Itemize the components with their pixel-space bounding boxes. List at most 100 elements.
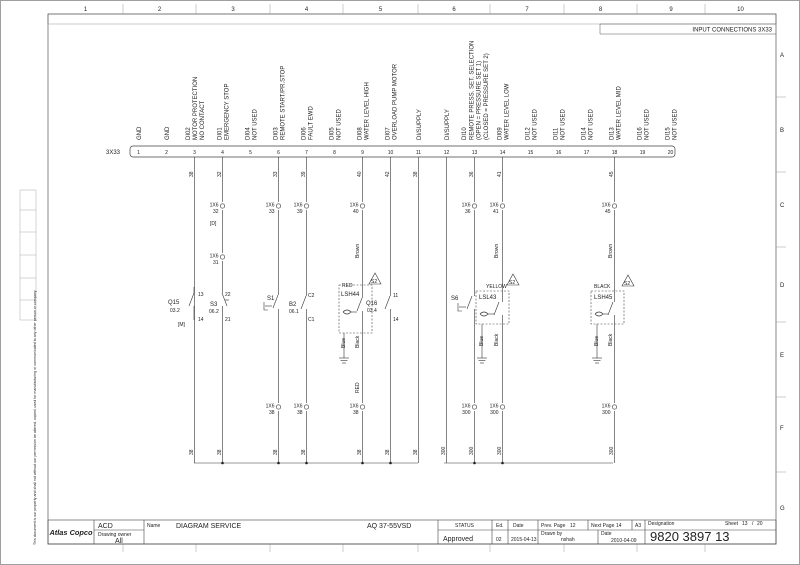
- terminal-1x6: [275, 203, 281, 209]
- wire-number-bottom: 38: [301, 449, 307, 455]
- terminal-1x6-label: 1X6: [350, 203, 359, 209]
- terminal-label-15: DI12: [525, 127, 531, 140]
- note-ref-2: S2: [509, 280, 515, 286]
- grid-col-6: 6: [452, 7, 456, 13]
- lsh44-label: LSH44: [341, 292, 360, 298]
- terminal-1x6-label: 1X6: [266, 203, 275, 209]
- q15-ref: 03.2: [170, 308, 180, 314]
- svg-text:Atlas Copco: Atlas Copco: [48, 528, 93, 537]
- terminal-label-4: DI01: [217, 127, 223, 140]
- wiring: [194, 157, 615, 463]
- grid-col-3: 3: [231, 7, 235, 13]
- designation-label: Designation: [648, 521, 675, 527]
- drawing-owner-label: Drawing owner: [98, 532, 132, 538]
- terminal-label-13: DI10: [462, 127, 468, 140]
- drawn-by-label: Drawn by: [541, 531, 563, 537]
- s3-ref: 06.2: [209, 309, 219, 315]
- q16-contact: [384, 295, 391, 310]
- bus-junction-dot: [277, 461, 280, 465]
- lsl43-brown: Brown: [494, 244, 500, 258]
- terminal-number-20: 20: [668, 150, 674, 156]
- terminal-1x6: [611, 203, 617, 209]
- terminal-label-15: NOT USED: [533, 108, 539, 140]
- side-note: This document is our property and shall …: [33, 290, 37, 545]
- terminal-1x6-label: 1X6: [490, 203, 499, 209]
- note-ref-3: S2: [624, 281, 630, 287]
- terminal-1x6-number: 300: [602, 410, 611, 416]
- lsh45-brown: Brown: [608, 244, 614, 258]
- terminal-number-13: 13: [472, 150, 478, 156]
- terminal-1x6-label: 1X6: [350, 404, 359, 410]
- lsh45-color: BLACK: [594, 284, 611, 290]
- lsh44-red: RED: [355, 382, 361, 393]
- terminal-number-17: 17: [584, 150, 590, 156]
- terminal-label-7: FAULT EWD: [309, 106, 315, 140]
- terminal-1x6: [220, 254, 226, 260]
- terminal-1x6-label: 1X6: [602, 203, 611, 209]
- wire-number-top: 38: [189, 171, 195, 177]
- terminal-label-9: DI08: [357, 127, 363, 140]
- lsh45-black: Black: [608, 333, 614, 346]
- grid-row-E: E: [780, 353, 784, 359]
- terminal-number-1: 1: [137, 150, 140, 156]
- lsh45-blue: Blue: [594, 336, 600, 346]
- b2-label: B2: [289, 302, 297, 308]
- q16-ref: 03.4: [367, 308, 377, 314]
- connector-name: 3X33: [106, 150, 121, 156]
- terminal-label-17: NOT USED: [589, 108, 595, 140]
- grid-col-8: 8: [599, 7, 603, 13]
- wire-number-top: 39: [301, 171, 307, 177]
- date2-label: Date: [601, 531, 612, 537]
- terminal-1x6: [359, 203, 365, 209]
- lsl43-black: Black: [494, 333, 500, 346]
- date-label: Date: [513, 523, 524, 529]
- terminal-label-16: NOT USED: [561, 108, 567, 140]
- grid-col-4: 4: [305, 7, 309, 13]
- q15-contact-1: 13: [198, 292, 204, 298]
- side-strip: [19, 189, 37, 321]
- terminal-1x6-number: 39: [297, 209, 303, 215]
- q15-breaker-contact: [188, 287, 195, 320]
- paper-size: A3: [635, 523, 641, 529]
- lsh44-black: Black: [355, 335, 361, 348]
- terminal-label-19: DI16: [637, 127, 643, 140]
- lsh45-box: [590, 290, 625, 325]
- terminal-number-5: 5: [249, 150, 252, 156]
- terminal-label-7: DI06: [301, 127, 307, 140]
- wire-number-top: 40: [357, 171, 363, 177]
- terminal-label-20: DI15: [665, 127, 671, 140]
- company-code: ACD: [98, 523, 113, 530]
- name-label: Name: [147, 523, 161, 529]
- terminal-1x6-number: 40: [353, 209, 359, 215]
- terminal-number-4: 4: [221, 150, 224, 156]
- lsh44-ground-symbol: [339, 333, 349, 364]
- atlas-copco-logo: Atlas Copco: [48, 523, 93, 541]
- terminal-1x6: [275, 404, 281, 410]
- terminal-number-16: 16: [556, 150, 562, 156]
- terminal-1x6: [611, 404, 617, 410]
- terminal-label-11: DI/SUPPLY: [417, 109, 423, 140]
- wire-number-bottom: 300: [441, 446, 447, 455]
- terminal-number-10: 10: [388, 150, 394, 156]
- terminal-label-9: WATER LEVEL HIGH: [365, 82, 371, 140]
- terminal-label-2: GND: [165, 126, 171, 140]
- terminal-number-2: 2: [165, 150, 168, 156]
- terminal-1x6-label: 1X6: [294, 203, 303, 209]
- sheet-separator: /: [752, 521, 754, 527]
- terminal-number-18: 18: [612, 150, 618, 156]
- designation-number: 9820 3897 13: [650, 529, 730, 544]
- b2-contact-1: C2: [308, 293, 315, 299]
- grid-col-2: 2: [158, 7, 162, 13]
- terminal-label-1: GND: [137, 126, 143, 140]
- terminal-1x6-number: 300: [462, 410, 471, 416]
- lsl43-label: LSL43: [479, 295, 497, 301]
- wire-number-top: 45: [609, 171, 615, 177]
- terminal-1x6-number: 32: [213, 209, 219, 215]
- model-name: AQ 37-55VSD: [367, 523, 411, 530]
- grid-col-5: 5: [379, 7, 383, 13]
- s6-switch: [457, 295, 473, 312]
- terminal-label-3: DI02: [186, 127, 192, 140]
- wire-number-bottom: 38: [189, 449, 195, 455]
